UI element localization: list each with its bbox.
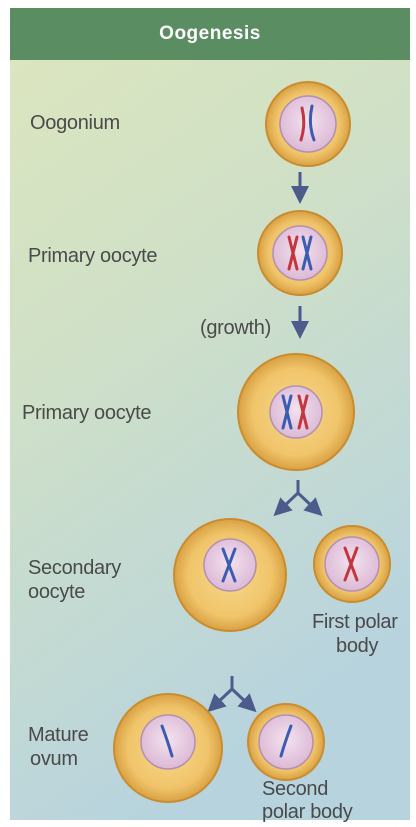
label-mature-ovum-line1: Mature bbox=[28, 723, 88, 747]
label-second-polar-line1: Second bbox=[262, 777, 328, 801]
label-secondary-oocyte-line2: oocyte bbox=[28, 580, 85, 604]
label-secondary-oocyte-line1: Secondary bbox=[28, 556, 121, 580]
label-oogonium: Oogonium bbox=[30, 111, 120, 135]
cell-oogonium bbox=[266, 82, 350, 166]
arrow-meiosis-2 bbox=[214, 676, 250, 706]
label-mature-ovum-line2: ovum bbox=[30, 747, 78, 771]
label-primary-oocyte-2: Primary oocyte bbox=[22, 401, 151, 425]
label-first-polar-line1: First polar bbox=[312, 610, 398, 634]
label-primary-oocyte-1: Primary oocyte bbox=[28, 244, 157, 268]
cell-primary-oocyte-1 bbox=[258, 211, 342, 295]
label-growth: (growth) bbox=[200, 316, 271, 340]
cell-secondary-oocyte bbox=[174, 519, 286, 631]
cell-first-polar-body bbox=[314, 526, 390, 602]
arrow-meiosis-1 bbox=[280, 480, 316, 510]
label-second-polar-line2: polar body bbox=[262, 800, 352, 824]
label-first-polar-line2: body bbox=[336, 634, 378, 658]
cell-primary-oocyte-2 bbox=[238, 354, 354, 470]
cell-mature-ovum bbox=[114, 694, 222, 802]
cell-second-polar-body bbox=[248, 704, 324, 780]
